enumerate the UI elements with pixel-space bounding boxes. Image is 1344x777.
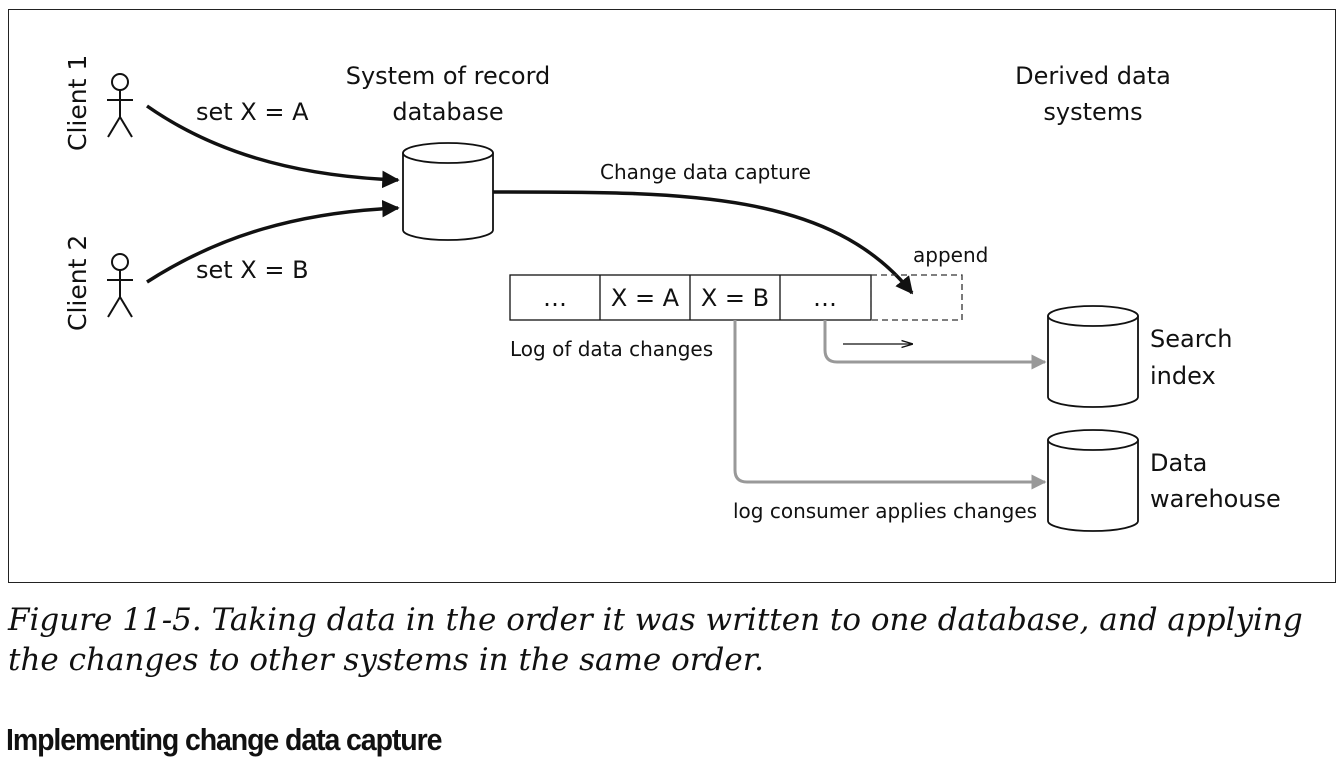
consumer-label: log consumer applies changes bbox=[733, 499, 1037, 523]
section-heading: Implementing change data capture bbox=[6, 722, 442, 757]
log-label: Log of data changes bbox=[510, 337, 713, 361]
client-1-write-arrow bbox=[145, 104, 400, 189]
system-of-record-title: System of record bbox=[346, 62, 551, 90]
change-data-capture-label: Change data capture bbox=[600, 160, 811, 184]
log-cell: X = B bbox=[701, 284, 769, 312]
derived-systems-subtitle: systems bbox=[1043, 98, 1142, 126]
system-of-record-subtitle: database bbox=[392, 98, 503, 126]
cdc-diagram: Client 1 set X = A Client 2 set X = B Sy… bbox=[63, 55, 1281, 532]
figure-caption: Figure 11-5. Taking data in the order it… bbox=[8, 602, 1303, 678]
search-index-title: Search bbox=[1150, 325, 1232, 353]
client-2-label: Client 2 bbox=[63, 235, 92, 331]
search-index-database-icon bbox=[1047, 305, 1139, 408]
person-icon bbox=[107, 253, 133, 318]
append-label: append bbox=[913, 243, 988, 267]
client-2-write-label: set X = B bbox=[196, 256, 309, 284]
data-warehouse-consumer-arrow bbox=[733, 320, 1047, 490]
search-index-subtitle: index bbox=[1150, 362, 1216, 390]
client-1-write-label: set X = A bbox=[196, 98, 309, 126]
search-index-consumer-arrow bbox=[823, 320, 1047, 370]
data-warehouse-title: Data bbox=[1150, 449, 1207, 477]
log-cell: … bbox=[543, 284, 567, 312]
client-2: Client 2 set X = B bbox=[63, 235, 309, 331]
client-1-label: Client 1 bbox=[63, 55, 92, 151]
append-slot bbox=[870, 274, 963, 321]
client-1: Client 1 set X = A bbox=[63, 55, 309, 151]
client-2-write-arrow bbox=[146, 199, 400, 284]
data-warehouse-database-icon bbox=[1047, 429, 1139, 532]
database-cylinder-icon bbox=[402, 142, 494, 241]
change-data-capture-arrow bbox=[492, 190, 914, 295]
log-cell: … bbox=[813, 284, 837, 312]
derived-systems-title: Derived data bbox=[1015, 62, 1171, 90]
data-warehouse-subtitle: warehouse bbox=[1150, 485, 1281, 513]
log-cell: X = A bbox=[611, 284, 680, 312]
person-icon bbox=[107, 73, 133, 138]
change-log: … X = A X = B … bbox=[509, 274, 963, 321]
